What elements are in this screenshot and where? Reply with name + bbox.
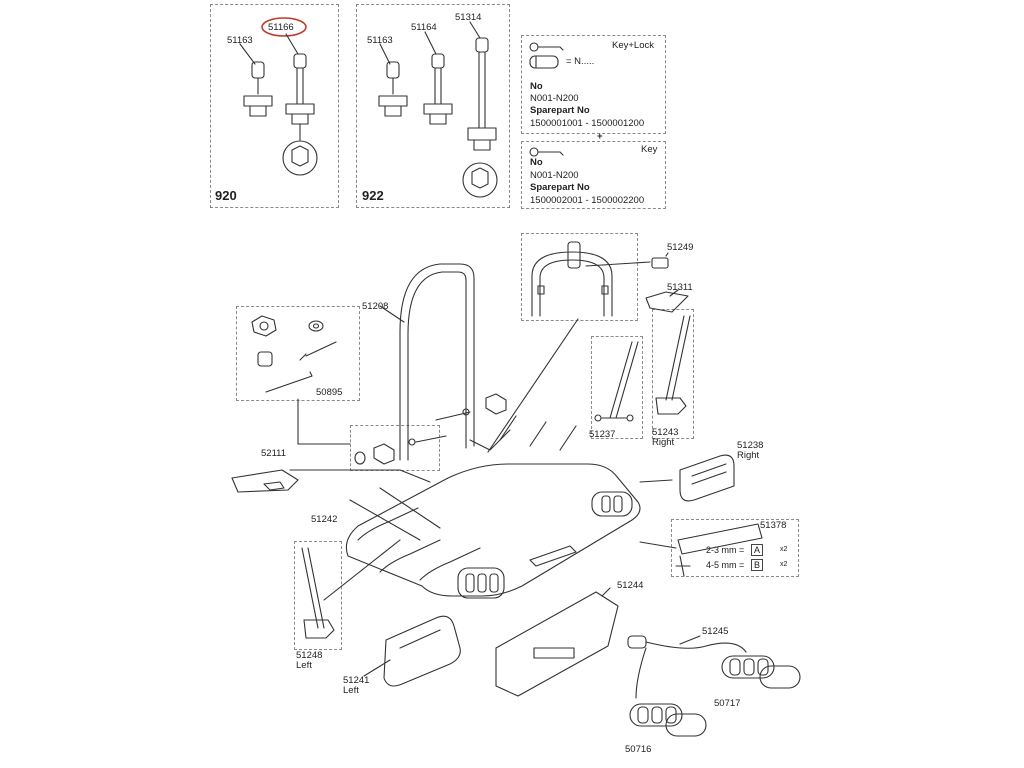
key-sparepart-label: Sparepart No <box>530 182 590 193</box>
part-51244: 51244 <box>617 580 644 591</box>
light-51241 <box>363 615 461 687</box>
long-clamp-icon <box>282 33 318 176</box>
arm-51237 <box>594 341 639 422</box>
part-51238-side: Right <box>737 450 760 461</box>
wiring-51245 <box>627 635 747 699</box>
key-title: Key <box>641 144 658 155</box>
frame-lock-detail-box <box>521 233 638 321</box>
carrier-body <box>345 415 641 599</box>
plus-sign: + <box>597 131 603 142</box>
part-51245: 51245 <box>702 626 729 637</box>
part-50717: 50717 <box>714 698 741 709</box>
part-51163-a: 51163 <box>227 35 253 46</box>
cover-52111 <box>231 469 299 493</box>
part-51238: 51238 <box>737 440 764 451</box>
clamp-922-c-icon <box>462 21 498 198</box>
frame-51208 <box>379 263 475 461</box>
box-922 <box>356 4 510 208</box>
clamp-922-a-icon <box>378 43 408 117</box>
part-50895: 50895 <box>316 387 343 398</box>
part-51242: 51242 <box>311 514 338 525</box>
plate-size-2: 4-5 mm = <box>706 560 745 570</box>
key-no-label: No <box>530 157 543 168</box>
part-51243-side: Right <box>652 437 675 448</box>
plate-tag-b: B <box>751 559 764 571</box>
plate-qty-2: x2 <box>780 561 788 568</box>
part-51241-side: Left <box>343 685 359 696</box>
hardware-kit <box>251 315 337 393</box>
key-no-value: N001-N200 <box>530 170 579 181</box>
key-lock-code: = N..... <box>566 56 595 67</box>
clamp-detail-box <box>652 309 694 439</box>
plate-tag-a: A <box>751 544 764 556</box>
frame-lock-detail <box>531 241 651 317</box>
plate-size-1: 2-3 mm = <box>706 545 745 555</box>
key-lock-icon <box>529 42 564 69</box>
key-lock-title: Key+Lock <box>612 40 654 51</box>
highlight-ring <box>261 17 307 37</box>
key-sparepart-value: 1500002001 - 1500002200 <box>530 195 645 206</box>
key-lock-no-label: No <box>530 81 543 92</box>
box-920 <box>210 4 339 208</box>
bolt-detail <box>354 393 507 465</box>
key-icon <box>529 147 564 157</box>
plate-holder-51244 <box>495 587 619 697</box>
part-51311: 51311 <box>667 282 693 293</box>
key-lock-sparepart-label: Sparepart No <box>530 105 590 116</box>
lamp-50716-a <box>629 703 683 727</box>
key-lock-no-value: N001-N200 <box>530 93 579 104</box>
clamp-51243 <box>655 315 691 415</box>
clamp-922-b-icon <box>423 31 453 125</box>
lamp-50716-b <box>665 713 707 737</box>
plate-51311 <box>645 289 689 313</box>
part-51314: 51314 <box>455 12 482 23</box>
part-51208: 51208 <box>362 301 389 312</box>
part-51243: 51243 <box>652 427 679 438</box>
part-52111: 52111 <box>261 448 287 459</box>
part-51378: 51378 <box>760 520 787 531</box>
plate-box <box>671 519 799 577</box>
box-922-number: 922 <box>362 188 384 203</box>
leader-lines <box>289 318 579 483</box>
part-51248-side: Left <box>296 660 312 671</box>
part-50716: 50716 <box>625 744 652 755</box>
part-51164: 51164 <box>411 22 437 33</box>
left-arm-box <box>294 541 342 650</box>
part-51163-b: 51163 <box>367 35 393 46</box>
lamp-50717-b <box>759 665 801 689</box>
part-51237: 51237 <box>589 429 616 440</box>
part-51249: 51249 <box>667 242 694 253</box>
arm-detail-box <box>591 336 643 439</box>
part-51248: 51248 <box>296 650 323 661</box>
key-box <box>521 141 666 209</box>
arm-51248 <box>301 539 401 639</box>
bolt-51249 <box>651 252 669 269</box>
key-lock-sparepart-value: 1500001001 - 1500001200 <box>530 118 645 129</box>
box-920-number: 920 <box>215 188 237 203</box>
plate-graphic <box>639 523 763 577</box>
plate-qty-1: x2 <box>780 546 788 553</box>
key-lock-box <box>521 35 666 134</box>
lamp-50717-a <box>721 655 775 679</box>
light-51238 <box>639 454 735 502</box>
part-51241: 51241 <box>343 675 370 686</box>
small-clamp-icon <box>239 43 273 117</box>
part-51166: 51166 <box>268 22 294 33</box>
